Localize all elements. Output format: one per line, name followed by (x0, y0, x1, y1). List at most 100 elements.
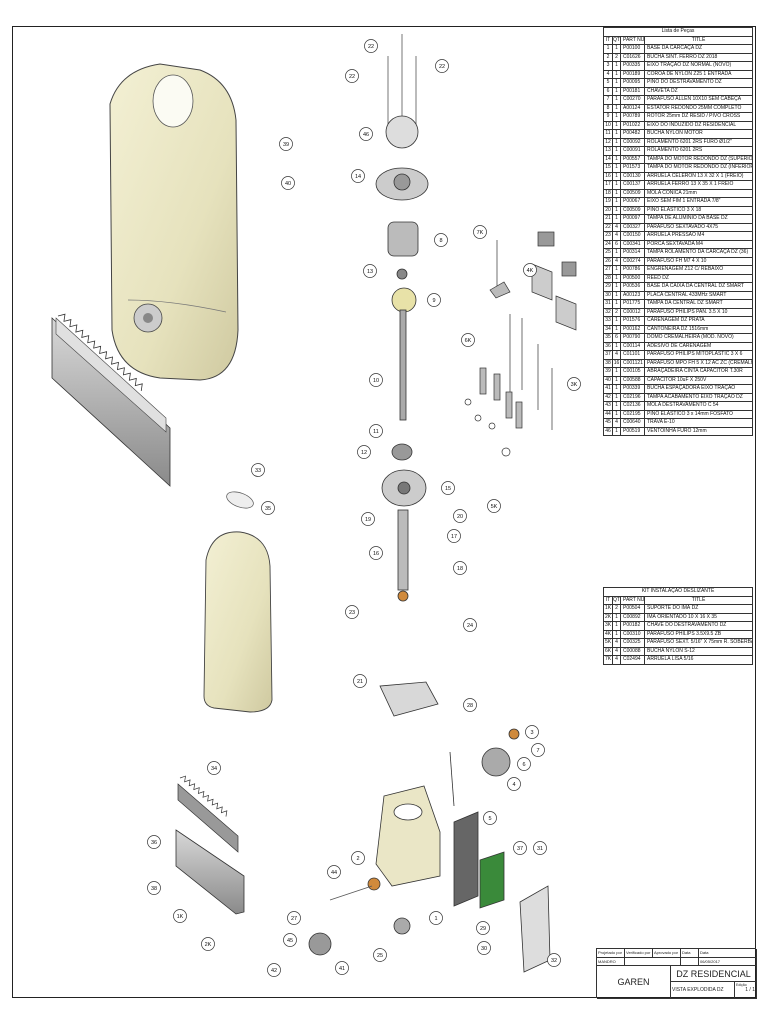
parts-part-number: C001121 (620, 358, 645, 368)
parts-part-title: ENGRENAGEM Z12 C/ REBAIXO (644, 265, 753, 275)
balloon-label: 22 (349, 74, 355, 80)
sheet-number: 1 / 1 (745, 987, 755, 993)
parts-part-title: PARAFUSO SEXTAVADO 4X75 (644, 222, 753, 232)
parts-quantity: 1 (612, 61, 621, 71)
parts-quantity: 6 (612, 239, 621, 249)
balloon-7 (531, 743, 545, 757)
blank-cell (625, 958, 681, 966)
parts-part-title: TRAVA E-10 (644, 418, 753, 428)
balloon-label: 23 (349, 610, 355, 616)
sheet-cell: Edição 1 / 1 (735, 982, 757, 999)
balloon-42 (267, 963, 281, 977)
parts-part-number: P00790 (620, 333, 645, 343)
kit-quantity: 1 (612, 612, 621, 622)
kit-part-title: ARRUELA LISA 5/16 (644, 655, 753, 665)
parts-item-number: 11 (603, 129, 613, 139)
parts-part-title: PARAFUSO PHILIPS MITOPLASTIC 3 X 6 (644, 350, 753, 360)
kit-quantity: 1 (612, 629, 621, 639)
parts-quantity: 1 (612, 146, 621, 156)
kit-list-caption: KIT INSTALAÇÃO DESLIZANTE (603, 587, 753, 597)
parts-quantity: 1 (612, 95, 621, 105)
parts-item-number: 42 (603, 392, 613, 402)
balloon-22 (364, 39, 378, 53)
parts-item-number: 5 (603, 78, 613, 88)
balloon-label: 34 (211, 766, 217, 772)
balloon-10 (369, 373, 383, 387)
balloon-3 (525, 725, 539, 739)
balloon-label: 5 (488, 816, 491, 822)
parts-item-number: 30 (603, 290, 613, 300)
parts-item-number: 26 (603, 256, 613, 266)
balloon-1K (173, 909, 187, 923)
parts-part-number: C00640 (620, 418, 645, 428)
balloon-33 (251, 463, 265, 477)
parts-quantity: 1 (612, 299, 621, 309)
parts-quantity: 1 (612, 120, 621, 130)
parts-quantity: 1 (612, 188, 621, 198)
kit-list-table: KIT INSTALAÇÃO DESLIZANTE IT QT PART NU … (603, 587, 753, 665)
balloon-label: 5K (491, 504, 498, 510)
balloon-30 (477, 941, 491, 955)
balloon-label: 20 (457, 514, 463, 520)
parts-quantity: 1 (612, 426, 621, 436)
kit-quantity: 4 (612, 638, 621, 648)
view-cell: VISTA EXPLODIDA DZ (671, 982, 735, 999)
parts-item-number: 29 (603, 282, 613, 292)
parts-item-number: 16 (603, 171, 613, 181)
kit-quantity: 1 (612, 621, 621, 631)
balloon-24 (463, 618, 477, 632)
parts-part-number: P00557 (620, 154, 645, 164)
parts-part-number: P00314 (620, 248, 645, 258)
kit-part-number: C02494 (620, 655, 645, 665)
balloon-37 (513, 841, 527, 855)
parts-quantity: 1 (612, 392, 621, 402)
parts-part-title: TAMPA ACABAMENTO EIXO TRAÇÃO DZ (644, 392, 753, 402)
parts-item-number: 4 (603, 69, 613, 79)
parts-part-number: C00588 (620, 375, 645, 385)
kit-item-number: 2K (603, 612, 613, 622)
balloon-label: 31 (537, 846, 543, 852)
parts-quantity: 1 (612, 384, 621, 394)
header-it: IT (603, 35, 613, 45)
balloon-6 (517, 757, 531, 771)
balloon-14 (351, 169, 365, 183)
balloon-25 (373, 948, 387, 962)
balloon-2K (201, 937, 215, 951)
parts-part-title: PLACA CENTRAL 433MHz SMART (644, 290, 753, 300)
parts-part-title: COROA DE NYLON Z25 1 ENTRADA (644, 69, 753, 79)
balloon-27 (287, 911, 301, 925)
title-block: Projetado por Verificado por Aprovado po… (596, 948, 757, 999)
parts-part-number: C00105 (620, 367, 645, 377)
parts-item-number: 33 (603, 316, 613, 326)
parts-quantity: 1 (612, 341, 621, 351)
parts-part-title: CARENAGEM DZ PRATA (644, 316, 753, 326)
balloon-35 (261, 501, 275, 515)
balloon-label: 18 (457, 566, 463, 572)
balloon-18 (453, 561, 467, 575)
parts-part-title: BUCHA SINT. FERRO DZ 2018 (644, 52, 753, 62)
parts-part-number: C01626 (620, 52, 645, 62)
parts-part-number: C02136 (620, 401, 645, 411)
kit-part-number: C00310 (620, 629, 645, 639)
balloon-label: 7 (536, 748, 539, 754)
kit-part-number: C00088 (620, 646, 645, 656)
balloon-label: 27 (291, 916, 297, 922)
kit-part-title: SUPORTE DO IMÃ DZ (644, 604, 753, 614)
parts-part-number: C02196 (620, 392, 645, 402)
parts-quantity: 16 (612, 358, 621, 368)
kit-item-number: 5K (603, 638, 613, 648)
